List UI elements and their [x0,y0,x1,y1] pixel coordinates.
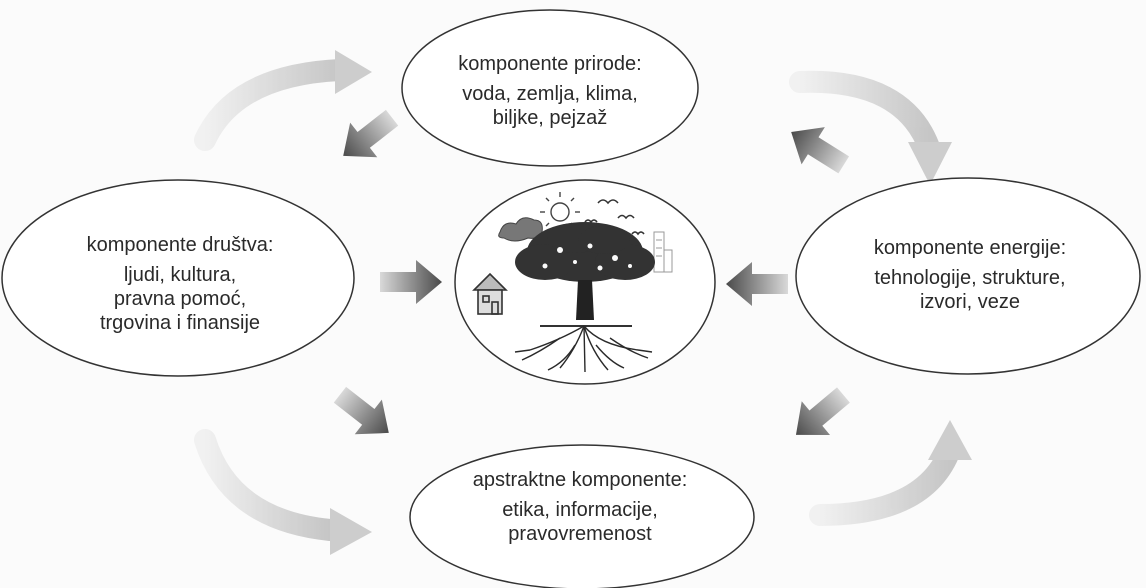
ellipse-energy [795,177,1141,375]
node-abstract-line: etika, informacije, [502,499,658,521]
node-nature-line: voda, zemlja, klima, [462,83,638,105]
node-energy-line: izvori, veze [919,291,1021,313]
curved-arrow-top-left [194,50,372,151]
node-energy-line: tehnologije, strukture, [874,267,1066,289]
node-society-line: trgovina i finansije [99,312,261,334]
node-nature: komponente prirode: voda, zemlja, klima,… [430,52,670,130]
curved-arrow-bottom-right [809,420,972,526]
node-society: komponente društva: ljudi, kultura, prav… [20,233,340,335]
node-abstract: apstraktne komponente: etika, informacij… [415,468,745,546]
curved-arrow-bottom-left [194,429,372,555]
ellipse-abstract [409,444,755,588]
node-abstract-line: pravovremenost [508,523,652,545]
arrow-right-to-bottom [795,387,850,435]
node-society-title: komponente društva: [86,234,274,256]
arrow-top-to-left [343,109,399,158]
node-energy: komponente energije: tehnologije, strukt… [805,236,1135,314]
arrow-left-to-bottom [333,386,389,435]
tree-with-roots-sun-birds-house-icon [472,192,673,373]
ellipse-nature [401,9,699,167]
node-society-line: pravna pomoć, [113,288,247,310]
node-nature-line: biljke, pejzaž [492,107,608,129]
node-abstract-title: apstraktne komponente: [472,469,688,491]
curved-arrow-top-right [789,70,952,185]
ellipse-society [1,179,355,377]
node-nature-title: komponente prirode: [458,53,642,75]
node-society-line: ljudi, kultura, [123,264,237,286]
arrow-right-to-center [726,262,788,306]
arrow-right-to-top [791,127,850,174]
node-energy-title: komponente energije: [873,237,1067,259]
arrow-left-to-center [380,260,442,304]
